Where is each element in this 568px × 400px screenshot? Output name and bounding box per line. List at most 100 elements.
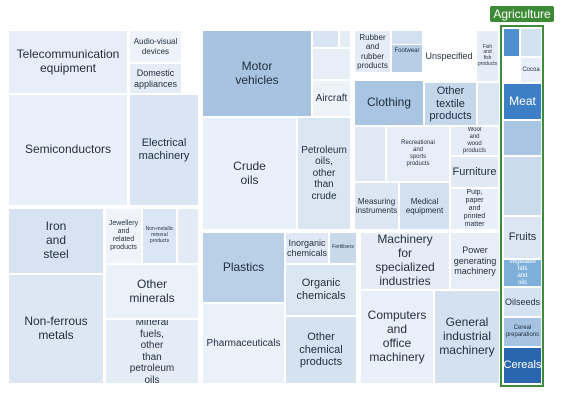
treemap-tile-label: Fruits [508,231,537,244]
treemap-tile-label: Wool and wood products [462,127,486,154]
treemap-tile-wool-and-wood-products: Wool and wood products [450,126,499,156]
treemap-tile-label: Computers and office machinery [367,308,427,364]
treemap-tile-power-generating-machinery: Power generating machinery [450,232,500,290]
treemap-tile-pulp-paper-and-printed-matter: Pulp, paper and printed matter [450,188,499,230]
treemap-tile-label: Other chemical products [299,331,343,369]
treemap-tile-general-industrial-machinery: General industrial machinery [434,290,500,384]
treemap-tile-food-1 [503,28,520,57]
treemap-tile-crude-oils: Crude oils [202,117,297,230]
treemap-tile-motor-vehicles: Motor vehicles [202,30,312,117]
treemap-tile-label: Non-ferrous metals [24,314,88,342]
treemap-tile-label: Motor vehicles [235,58,279,87]
treemap-tile-label: Non-metallic mineral products [145,226,174,244]
treemap-tile-vehicles-and-fuels-1 [312,30,339,48]
treemap-tile-label: Pulp, paper and printed matter [463,188,486,229]
treemap-tile-label: Medical equipment [405,196,444,215]
treemap-tile-label: Organic chemicals [296,277,346,302]
treemap-tile-label: Recreational and sports products [401,140,435,167]
treemap-tile-label: Pharmaceuticals [206,337,281,349]
agriculture-highlight-label: Agriculture [490,6,554,22]
treemap-tile-telecommunication-equipment: Telecommunication equipment [8,30,128,94]
treemap-tile-fish-and-fish-products: Fish and fish products [476,30,499,82]
treemap-tile-computers-and-office-machinery: Computers and office machinery [360,290,434,384]
treemap-tile-vehicles-and-fuels-3 [312,48,351,80]
treemap-tile-label: Vegetable fats and oils [509,259,536,286]
treemap-tile-petroleum-oils-other-than-crude: Petroleum oils, other than crude [297,117,351,230]
treemap-tile-label: Meat [509,93,536,108]
treemap-tile-label: Plastics [222,259,265,274]
treemap-tile-other-chemical-products: Other chemical products [285,316,357,384]
treemap-tile-pharmaceuticals: Pharmaceuticals [202,303,285,384]
treemap-tile-semiconductors: Semiconductors [8,94,128,206]
treemap-tile-label: Oilseeds [505,296,541,307]
treemap-tile-cereal-preparations: Cereal preparations [503,317,542,347]
treemap-tile-organic-chemicals: Organic chemicals [285,264,357,316]
treemap-tile-textiles-and-manufactures-6 [477,82,500,126]
treemap-tile-label: Furniture [452,165,497,178]
treemap-tile-label: Measuring instruments [355,196,398,215]
treemap-tile-aircraft: Aircraft [312,80,351,117]
treemap-tile-label: Petroleum oils, other than crude [301,144,347,202]
treemap-tile-label: Aircraft [315,92,348,104]
treemap-tile-label: Machinery for specialized industries [375,232,435,288]
treemap-tile-label: Telecommunication equipment [16,47,120,75]
treemap-tile-food-2 [520,28,542,57]
treemap-tile-label: Electrical machinery [138,137,190,162]
treemap-tile-food-6 [503,156,542,216]
treemap-tile-label: Mineral fuels, other than petroleum oils [129,319,175,384]
treemap-tile-food-5 [503,120,542,156]
treemap-tile-oilseeds: Oilseeds [503,287,542,317]
treemap-tile-label: Inorganic chemicals [287,237,328,258]
treemap-tile-vegetable-fats-and-oils: Vegetable fats and oils [503,259,542,287]
treemap-tile-textiles-and-manufactures-2 [391,30,423,45]
treemap-tile-other-textile-products: Other textile products [424,82,477,126]
treemap-tile-furniture: Furniture [450,156,499,188]
treemap-tile-label: Cereal preparations [505,325,540,338]
treemap-tile-label: Footwear [394,48,420,55]
treemap-tile-label: Semiconductors [24,142,112,157]
treemap-tile-clothing: Clothing [354,80,424,126]
treemap-tile-jewellery-and-related-products: Jewellery and related products [105,208,142,264]
treemap-tile-metals-and-minerals-3 [177,208,199,264]
treemap-tile-label: Jewellery and related products [108,219,139,252]
treemap-tile-meat: Meat [503,83,542,120]
treemap-tile-label: Audio-visual devices [133,37,178,56]
treemap-tile-machinery-for-specialized-industries: Machinery for specialized industries [360,232,450,290]
treemap-tile-label: Other textile products [429,85,472,123]
treemap-tile-label: Cereals [503,359,542,372]
treemap-tile-label: Cocoa [522,66,540,73]
treemap-tile-label: General industrial machinery [439,315,495,357]
treemap-tile-recreational-and-sports-products: Recreational and sports products [386,126,450,182]
treemap-tile-iron-and-steel: Iron and steel [8,208,104,274]
treemap-tile-vehicles-and-fuels-2 [339,30,351,48]
treemap-tile-audio-visual-devices: Audio-visual devices [129,30,182,63]
treemap-tile-label: Crude oils [233,158,266,187]
treemap-tile-label: Unspecified [425,50,473,61]
treemap-tile-mineral-fuels-other-than-petroleum-oils: Mineral fuels, other than petroleum oils [105,319,199,384]
treemap-tile-plastics: Plastics [202,232,285,303]
treemap-tile-label: Domestic appliances [133,68,178,89]
treemap-tile-label: Rubber and rubber products [357,33,388,70]
treemap-tile-rubber-and-rubber-products: Rubber and rubber products [354,30,391,73]
treemap-tile-label: Clothing [366,95,412,110]
treemap-tile-domestic-appliances: Domestic appliances [129,63,182,94]
treemap-tile-label: Fish and fish products [477,43,498,67]
treemap-tile-cocoa: Cocoa [520,57,542,83]
treemap-tile-label: Other minerals [129,276,175,305]
treemap-tile-inorganic-chemicals: Inorganic chemicals [285,232,329,264]
treemap-tile-non-metallic-mineral-products: Non-metallic mineral products [142,208,177,264]
treemap-tile-electrical-machinery: Electrical machinery [129,94,199,206]
treemap-tile-cereals: Cereals [503,347,542,384]
treemap-tile-label: Fertilisers [332,244,354,251]
treemap-tile-unspecified: Unspecified [423,30,475,82]
treemap-tile-measuring-instruments: Measuring instruments [354,182,399,230]
treemap-tile-other-minerals: Other minerals [105,264,199,319]
treemap-tile-label: Iron and steel [43,219,69,261]
treemap-tile-label: Power generating machinery [453,245,497,277]
treemap-tile-textiles-and-manufactures-9 [354,126,386,182]
treemap-tile-non-ferrous-metals: Non-ferrous metals [8,274,104,384]
treemap-tile-fruits: Fruits [503,216,542,259]
treemap-tile-fertilisers: Fertilisers [329,232,357,264]
treemap-tile-medical-equipment: Medical equipment [399,182,450,230]
